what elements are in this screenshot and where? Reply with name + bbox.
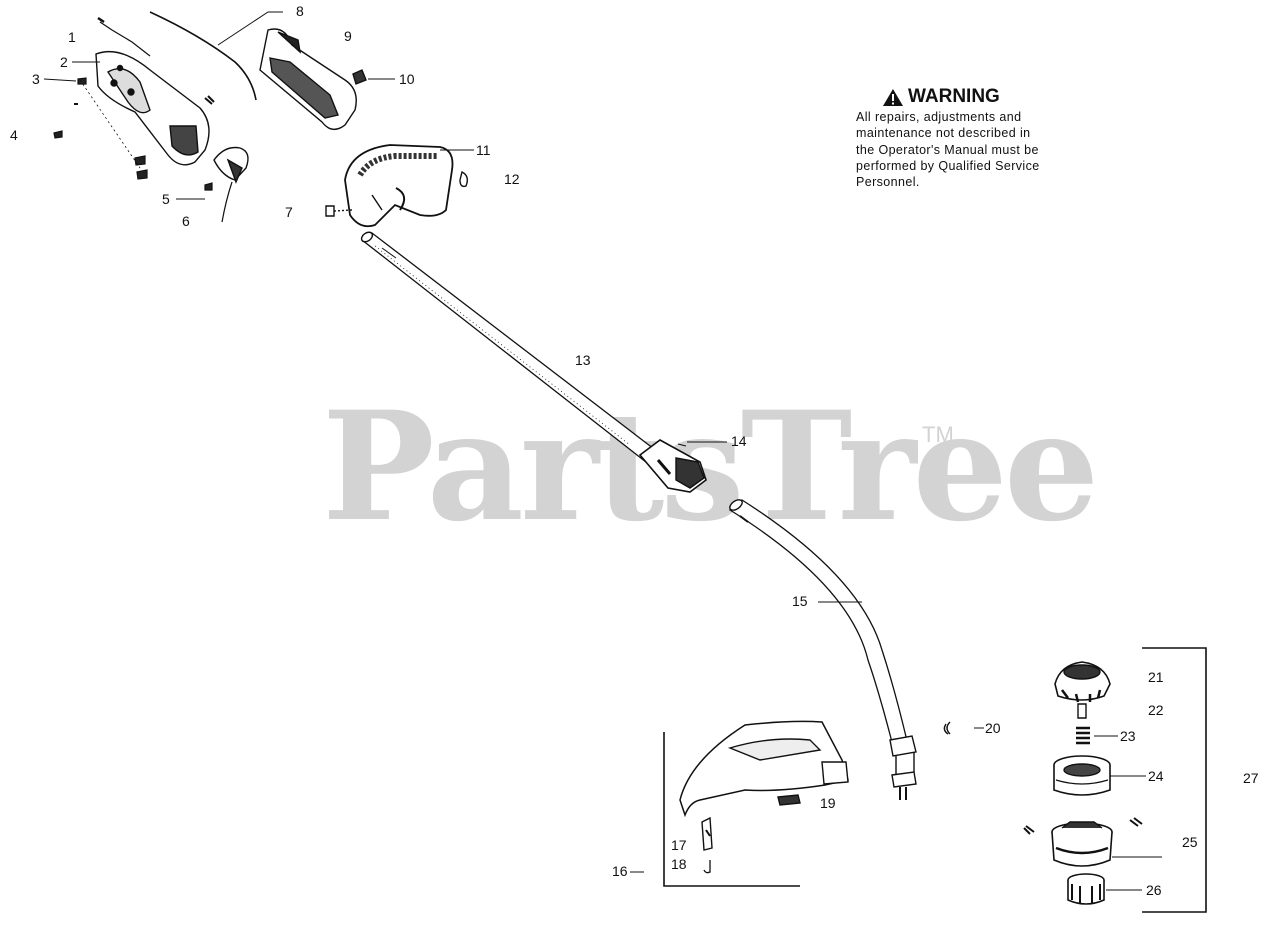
part-26-knob [1067, 873, 1105, 905]
callout-24: 24 [1148, 768, 1164, 784]
callout-3: 3 [32, 71, 40, 87]
warning-text: All repairs, adjustments and maintenance… [856, 109, 1086, 190]
callout-10: 10 [399, 71, 415, 87]
callout-25: 25 [1182, 834, 1198, 850]
part-6-trigger [213, 146, 249, 223]
callout-22: 22 [1148, 702, 1164, 718]
part-24-spool [1053, 755, 1111, 796]
bracket-27 [1142, 647, 1207, 913]
part-8-throttle-cable [149, 11, 257, 101]
warning-notice: WARNING All repairs, adjustments and mai… [856, 86, 1086, 190]
warning-line: the Operator's Manual must be [856, 142, 1039, 157]
callout-17: 17 [671, 837, 687, 853]
callout-23: 23 [1120, 728, 1136, 744]
warning-triangle-icon [883, 88, 903, 106]
callout-9: 9 [344, 28, 352, 44]
warning-heading: WARNING [882, 86, 1086, 108]
part-21-head-cap [1054, 661, 1111, 703]
callout-20: 20 [985, 720, 1001, 736]
callout-15: 15 [792, 593, 808, 609]
parts-17-18-screws [701, 816, 713, 874]
warning-line: All repairs, adjustments and [856, 110, 1022, 124]
callout-12: 12 [504, 171, 520, 187]
warning-title: WARNING [908, 86, 1000, 107]
callout-1: 1 [68, 29, 76, 45]
part-9-handle-half [259, 28, 357, 130]
leader-lines [43, 11, 1162, 891]
warning-line: maintenance not described in [856, 126, 1031, 141]
callout-26: 26 [1146, 882, 1162, 898]
callout-4: 4 [10, 127, 18, 143]
trademark-mark: TM [922, 422, 954, 447]
part-11-loop-handle [344, 144, 454, 228]
part-1-handle-housing [95, 16, 215, 166]
part-13-upper-shaft [360, 231, 660, 463]
part-20-clip [943, 721, 951, 735]
small-screws [53, 77, 213, 191]
bracket-16 [663, 732, 800, 887]
callout-19: 19 [820, 795, 836, 811]
callout-14: 14 [731, 433, 747, 449]
part-15-lower-shaft [728, 499, 917, 800]
part-7-bolt [325, 205, 353, 217]
callout-18: 18 [671, 856, 687, 872]
callout-5: 5 [162, 191, 170, 207]
part-25-housing [1023, 817, 1143, 867]
callout-7: 7 [285, 204, 293, 220]
callout-2: 2 [60, 54, 68, 70]
callout-6: 6 [182, 213, 190, 229]
warning-line: Personnel. [856, 175, 920, 190]
callout-27: 27 [1243, 770, 1259, 786]
warning-line: performed by Qualified Service [856, 158, 1040, 173]
callout-16: 16 [612, 863, 628, 879]
parts-22-23-spring [1076, 703, 1090, 745]
callout-8: 8 [296, 3, 304, 19]
part-12-nut [459, 170, 469, 188]
callout-21: 21 [1148, 669, 1164, 685]
part-19-guard [679, 720, 849, 818]
callout-13: 13 [575, 352, 591, 368]
partstree-watermark: PartsTree [322, 379, 1099, 555]
part-10-clip [352, 69, 367, 85]
part-14-coupler [638, 439, 707, 493]
callout-11: 11 [476, 142, 491, 158]
